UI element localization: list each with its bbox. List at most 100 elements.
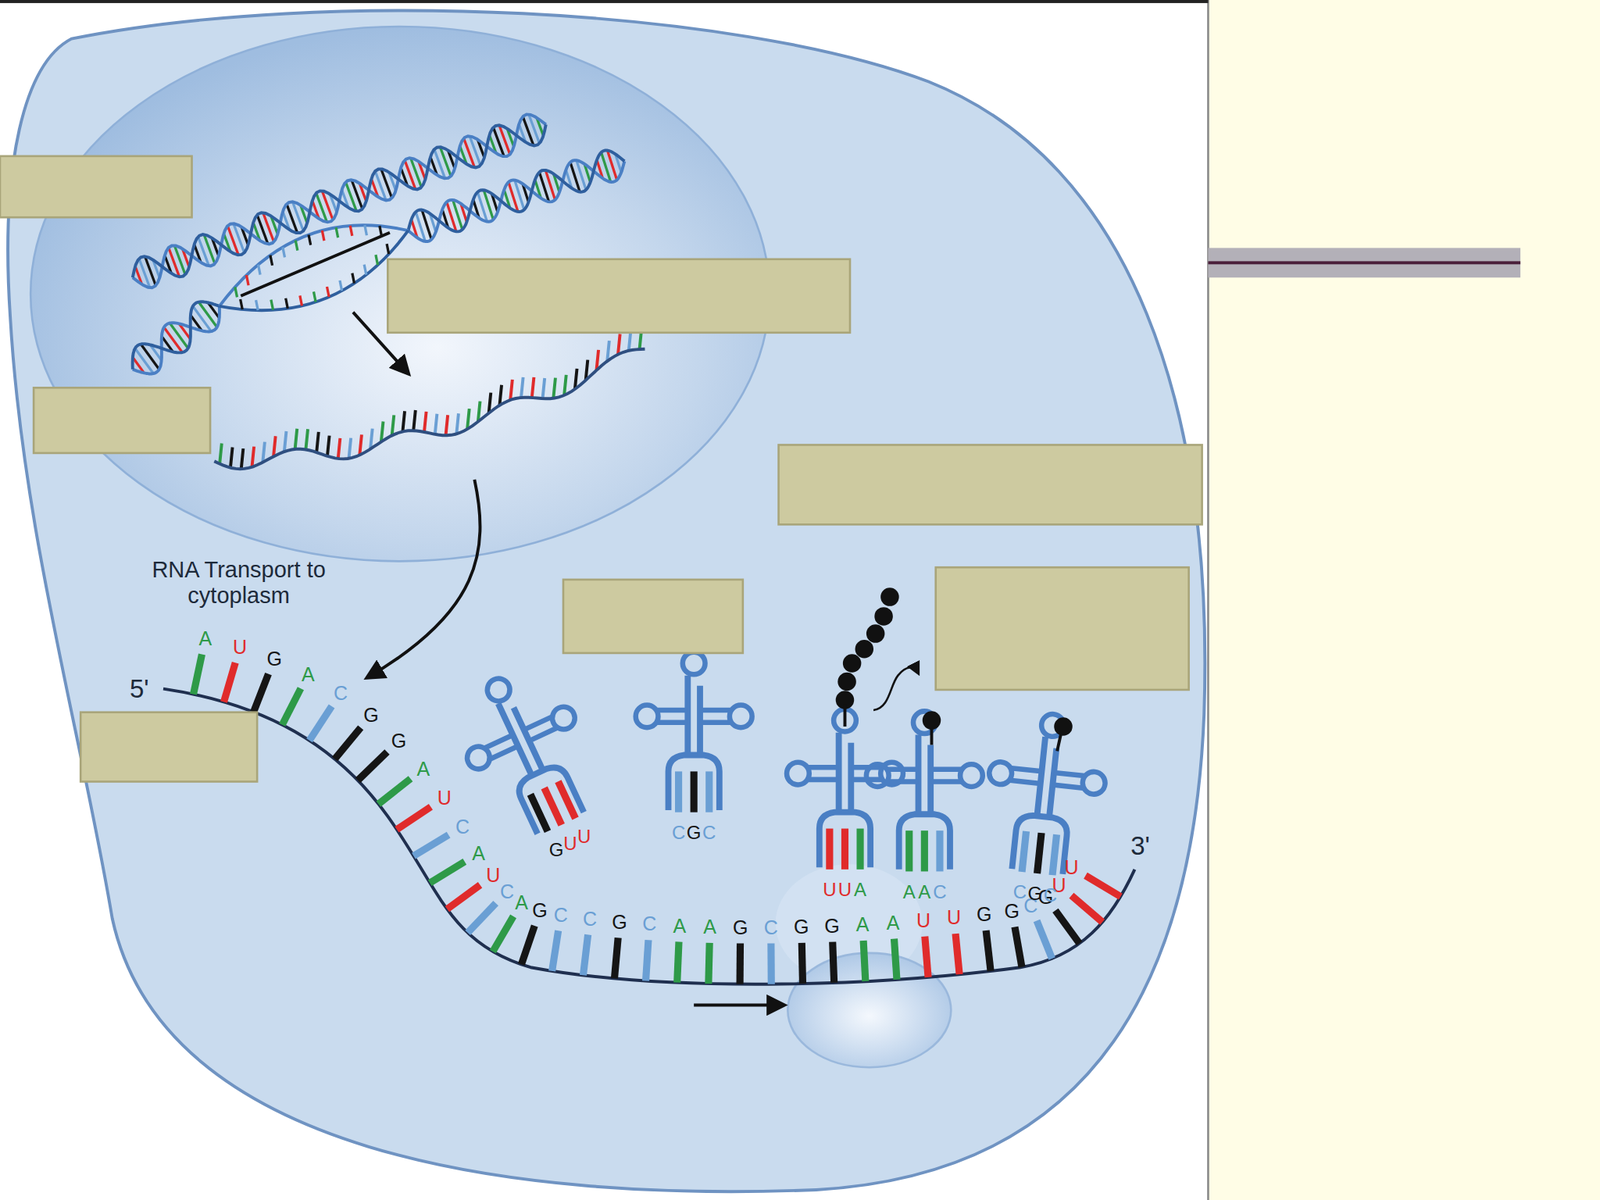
mrna-strand bbox=[163, 689, 1135, 985]
mrna-base bbox=[378, 778, 411, 804]
rna-base bbox=[262, 442, 265, 463]
trna bbox=[979, 707, 1113, 880]
rna-base bbox=[370, 428, 373, 450]
rna-base bbox=[327, 435, 330, 457]
dna-strand bbox=[132, 301, 220, 370]
base bbox=[364, 225, 368, 236]
trna-loop bbox=[483, 675, 514, 705]
trna-loop bbox=[1081, 770, 1107, 796]
base-letter: G bbox=[549, 840, 565, 860]
base-letter: A bbox=[917, 882, 931, 902]
base-letter: C bbox=[333, 682, 348, 703]
base-letter: G bbox=[732, 917, 748, 937]
mrna-base bbox=[614, 937, 618, 979]
trna-loop bbox=[729, 705, 753, 729]
base-letter: G bbox=[1027, 884, 1043, 904]
trna-body bbox=[1011, 814, 1068, 875]
mrna-base bbox=[282, 688, 301, 725]
base bbox=[282, 246, 286, 258]
rna-base bbox=[532, 377, 535, 398]
ribosome-direction-arrow bbox=[693, 1003, 784, 1008]
base bbox=[350, 225, 353, 236]
trna bbox=[441, 655, 615, 850]
mrna-base bbox=[357, 751, 387, 780]
base-letter: A bbox=[853, 880, 867, 900]
trna-loop bbox=[682, 652, 706, 675]
trna-stem bbox=[687, 675, 700, 756]
base bbox=[235, 286, 238, 297]
rna-base bbox=[521, 377, 524, 398]
rna-base bbox=[467, 408, 470, 429]
rna-base bbox=[564, 375, 567, 396]
rna-base bbox=[305, 428, 308, 450]
base-letter: G bbox=[1004, 900, 1020, 921]
base bbox=[285, 298, 289, 309]
anticodon-base bbox=[905, 830, 913, 872]
mrna-base bbox=[552, 930, 559, 972]
mrna-base bbox=[521, 925, 535, 965]
base-letter: U bbox=[946, 907, 961, 928]
trna-loop bbox=[548, 703, 579, 733]
base bbox=[379, 225, 383, 236]
mrna-base bbox=[429, 861, 465, 883]
rna-base bbox=[424, 411, 427, 433]
base-letter: C bbox=[500, 881, 515, 901]
blank-label-box bbox=[778, 444, 1203, 525]
mrna-base bbox=[492, 916, 514, 952]
base-letter: G bbox=[686, 823, 702, 843]
top-border bbox=[0, 0, 1208, 4]
rna-base bbox=[510, 379, 513, 400]
panel-divider bbox=[1207, 0, 1210, 1200]
mrna-base bbox=[467, 903, 497, 933]
trna-stem bbox=[918, 734, 932, 815]
mrna-base bbox=[309, 706, 333, 741]
mrna-base bbox=[224, 662, 236, 702]
rna-base bbox=[542, 378, 546, 399]
trna-loop bbox=[786, 762, 810, 786]
base-letter: A bbox=[903, 882, 916, 902]
amino-acid bbox=[880, 587, 900, 607]
base-letter: A bbox=[703, 916, 717, 936]
base bbox=[246, 275, 249, 286]
mrna-base bbox=[801, 942, 803, 984]
mrna-base bbox=[646, 939, 649, 981]
amino-acid bbox=[837, 672, 857, 692]
rna-base bbox=[338, 438, 341, 459]
blank-label-box bbox=[935, 567, 1190, 690]
rna-base bbox=[316, 432, 319, 453]
base-letter: U bbox=[822, 880, 836, 900]
mrna-base bbox=[925, 936, 929, 978]
rna-base bbox=[446, 414, 449, 436]
rna-base bbox=[553, 378, 556, 399]
amino-acid bbox=[842, 653, 862, 673]
mrna-base bbox=[955, 933, 960, 975]
nascent-rna bbox=[240, 232, 390, 297]
anticodon-base bbox=[705, 771, 713, 812]
anticodon-base bbox=[544, 787, 562, 825]
title-bar-line bbox=[1207, 260, 1521, 265]
rna-base bbox=[273, 435, 276, 457]
base-letter: C bbox=[642, 914, 657, 934]
mrna-strand bbox=[214, 349, 645, 470]
base bbox=[327, 286, 330, 297]
base-letter: G bbox=[793, 916, 809, 936]
base-letter: C bbox=[1043, 885, 1058, 905]
base-letter: A bbox=[301, 664, 315, 684]
base bbox=[364, 264, 367, 275]
trna-arm bbox=[485, 717, 558, 760]
base bbox=[256, 300, 259, 311]
base-letter: G bbox=[976, 904, 992, 925]
rna-base bbox=[241, 448, 244, 469]
base-letter: A bbox=[673, 915, 687, 936]
base-letter: U bbox=[563, 834, 577, 854]
base bbox=[352, 273, 355, 284]
anticodon-base bbox=[921, 830, 929, 872]
mrna-base bbox=[677, 941, 679, 983]
peptide-bond-arrow bbox=[873, 667, 918, 711]
base-letter: C bbox=[455, 816, 470, 836]
trna-arm bbox=[887, 769, 961, 783]
dna-strand bbox=[219, 225, 409, 307]
trna bbox=[786, 709, 904, 870]
amino-acid-link bbox=[1057, 732, 1061, 752]
